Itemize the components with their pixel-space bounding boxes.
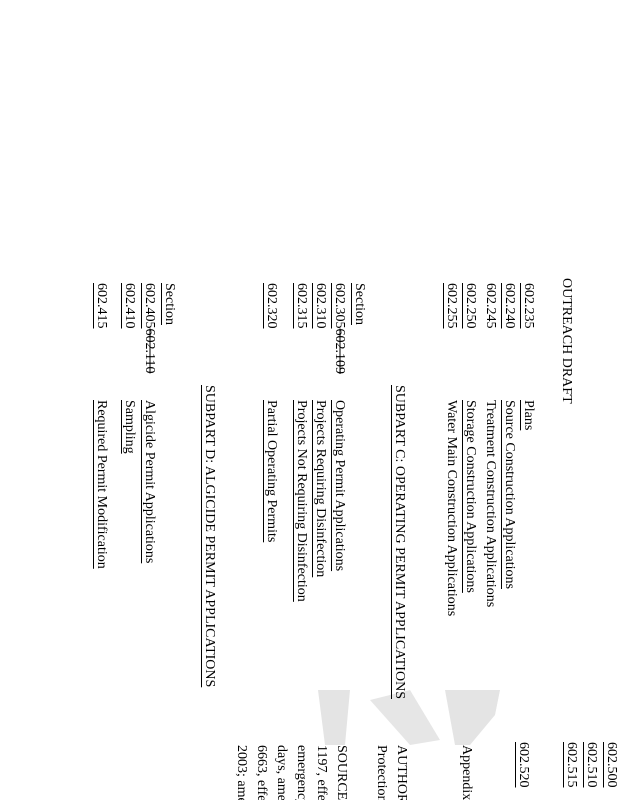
section-number: 602.515: [564, 742, 579, 788]
section-number: 602.240: [502, 283, 517, 329]
section-number: 602.250: [463, 283, 478, 329]
source-text: 6663, effective: [254, 745, 269, 800]
section-number: 602.410: [122, 283, 137, 329]
section-number: 602.510: [584, 742, 599, 788]
section-number: 602.305602.109: [332, 283, 347, 374]
section-number: 602.245: [483, 283, 498, 329]
section-title: Water Main Construction Applications: [444, 400, 459, 617]
section-title: Operating Permit Applications: [332, 400, 347, 572]
section-label: Section: [162, 283, 177, 325]
header-outreach-draft: OUTREACH DRAFT: [559, 278, 574, 404]
source-text: days, amende: [274, 745, 289, 800]
section-title: Sampling: [122, 400, 137, 454]
appendix-text: Appendix A: [459, 745, 474, 800]
section-number: 602.405602.110: [142, 283, 157, 374]
section-number: 602.500: [604, 742, 618, 788]
section-number: 602.520: [516, 742, 531, 788]
authority-text: AUTHORITY: [394, 745, 409, 800]
source-text: SOURCE: Fil: [334, 745, 349, 800]
authority-text: Protection Act: [374, 745, 389, 800]
source-text: 1197, effecti: [314, 745, 329, 800]
source-text: emergency am: [294, 745, 309, 800]
section-number: 602.235: [521, 283, 536, 329]
source-text: 2003; amende: [234, 745, 249, 800]
section-title: Partial Operating Permits: [264, 400, 279, 543]
section-number: 602.310: [313, 283, 328, 329]
section-title: Projects Not Requiring Disinfection: [294, 400, 309, 602]
section-title: Algicide Permit Applications: [142, 400, 157, 564]
section-number: 602.415: [94, 283, 109, 329]
section-title: Storage Construction Applications: [463, 400, 478, 593]
section-number: 602.255: [444, 283, 459, 329]
section-number: 602.315: [294, 283, 309, 329]
section-title: Source Construction Applications: [502, 400, 517, 589]
section-number: 602.320: [264, 283, 279, 329]
section-title: Projects Requiring Disinfection: [313, 400, 328, 578]
subpart-d-heading: SUBPART D: ALGICIDE PERMIT APPLICATIONS: [202, 385, 217, 688]
section-title: Treatment Construction Applications: [483, 400, 498, 608]
section-title: Required Permit Modification: [94, 400, 109, 569]
section-label: Section: [352, 283, 367, 325]
subpart-c-heading: SUBPART C: OPERATING PERMIT APPLICATIONS: [392, 385, 407, 699]
section-title: Plans: [521, 400, 536, 431]
